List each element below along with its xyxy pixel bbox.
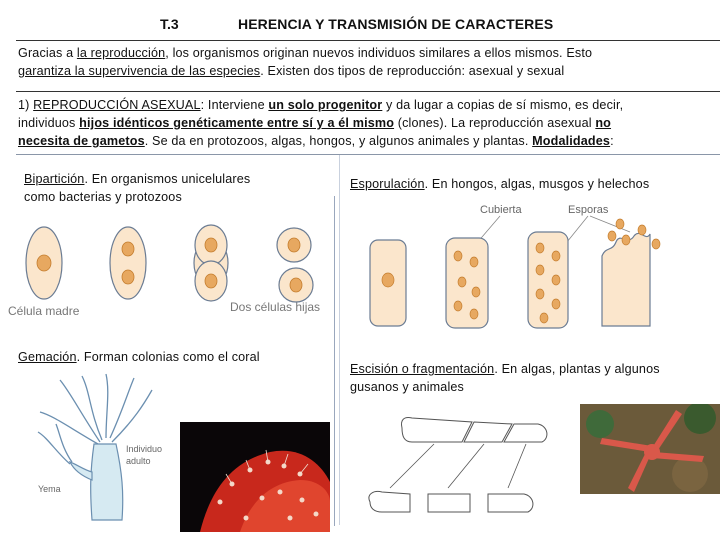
starfish-photo	[580, 404, 720, 494]
worm-piece-2	[427, 493, 471, 513]
nucleus	[36, 254, 52, 272]
asexual-text-2: y da lugar a copias de sí mismo, es deci…	[382, 98, 624, 112]
divider-grid-top	[16, 154, 720, 155]
label-cover: Cubierta	[480, 204, 522, 216]
asexual-underline-3: no	[595, 116, 612, 130]
esporulacion-desc: . En hongos, algas, musgos y helechos	[424, 177, 650, 191]
gemacion-name: Gemación	[18, 350, 77, 364]
intro-paragraph: Gracias a la reproducción, los organismo…	[18, 44, 718, 80]
esporulacion-diagram: Cubierta Esporas	[369, 204, 661, 329]
divider-asexual	[16, 91, 720, 92]
hydra-bud	[68, 460, 93, 481]
gemacion-desc: . Forman colonias como el coral	[76, 350, 260, 364]
gemacion-caption: Gemación. Forman colonias como el coral	[18, 348, 333, 366]
hydra-drawing: Individuo adulto Yema	[37, 373, 162, 521]
biparticion-desc-1: . En organismos unicelulares	[84, 172, 251, 186]
asexual-text-4: (clones). La reproducción asexual	[394, 116, 596, 130]
asexual-underline-5: Modalidades	[532, 134, 611, 148]
escision-desc-2: gusanos y animales	[350, 380, 465, 394]
intro-text-3: . Existen dos tipos de reproducción: ase…	[260, 64, 565, 78]
coral-photo	[180, 422, 330, 532]
asexual-text-1: : Interviene	[200, 98, 269, 112]
biparticion-caption: Bipartición. En organismos unicelulares …	[24, 170, 329, 206]
spore-cell-4	[601, 232, 651, 327]
asexual-text-3: individuos	[18, 116, 80, 130]
worm-piece-3	[487, 493, 534, 513]
intro-text-2: , los organismos originan nuevos individ…	[165, 46, 593, 60]
fragmentation-diagram	[368, 417, 548, 513]
worm-segment-3	[503, 423, 548, 443]
label-mother-cell: Célula madre	[8, 304, 80, 318]
hydra-body	[90, 443, 124, 521]
label-adult-2: adulto	[126, 456, 151, 466]
asexual-underline-1: un solo progenitor	[268, 98, 383, 112]
biparticion-diagram: Célula madre Dos células hijas	[8, 224, 320, 318]
label-spores: Esporas	[568, 204, 609, 216]
asexual-number: 1)	[18, 98, 34, 112]
page-title: HERENCIA Y TRANSMISIÓN DE CARACTERES	[238, 16, 554, 32]
intro-underline-1: la reproducción	[76, 46, 166, 60]
esporulacion-caption: Esporulación. En hongos, algas, musgos y…	[350, 175, 710, 193]
asexual-paragraph: 1) REPRODUCCIÓN ASEXUAL: Interviene un s…	[18, 96, 718, 150]
label-daughter-cells: Dos células hijas	[230, 300, 320, 314]
worm-segment-2	[463, 421, 513, 443]
esporulacion-name: Esporulación	[350, 177, 425, 191]
intro-text-1: Gracias a	[18, 46, 77, 60]
asexual-heading: REPRODUCCIÓN ASEXUAL	[33, 98, 201, 112]
divider-top	[16, 40, 720, 41]
asexual-text-6: :	[610, 134, 614, 148]
biparticion-name: Bipartición	[24, 172, 85, 186]
dividing-cell-1	[109, 226, 147, 300]
escision-caption: Escisión o fragmentación. En algas, plan…	[350, 360, 712, 396]
asexual-underline-4: necesita de gametos	[18, 134, 145, 148]
escision-name: Escisión o fragmentación	[350, 362, 495, 376]
worm-segment-1	[401, 417, 473, 443]
biparticion-desc-2: como bacterias y protozoos	[24, 190, 182, 204]
spore-cell-2	[445, 237, 489, 329]
divider-vertical-right	[339, 155, 340, 525]
asexual-text-5: . Se da en protozoos, algas, hongos, y a…	[144, 134, 533, 148]
intro-underline-2: garantiza la supervivencia de las especi…	[18, 64, 261, 78]
topic-number: T.3	[160, 16, 179, 32]
escision-desc-1: . En algas, plantas y algunos	[494, 362, 660, 376]
divider-vertical-left	[334, 196, 335, 526]
asexual-underline-2: hijos idénticos genéticamente entre sí y…	[79, 116, 395, 130]
worm-piece-1	[368, 491, 411, 513]
spore-cell-3	[527, 231, 569, 329]
label-adult-1: Individuo	[126, 444, 162, 454]
label-bud: Yema	[38, 484, 61, 494]
